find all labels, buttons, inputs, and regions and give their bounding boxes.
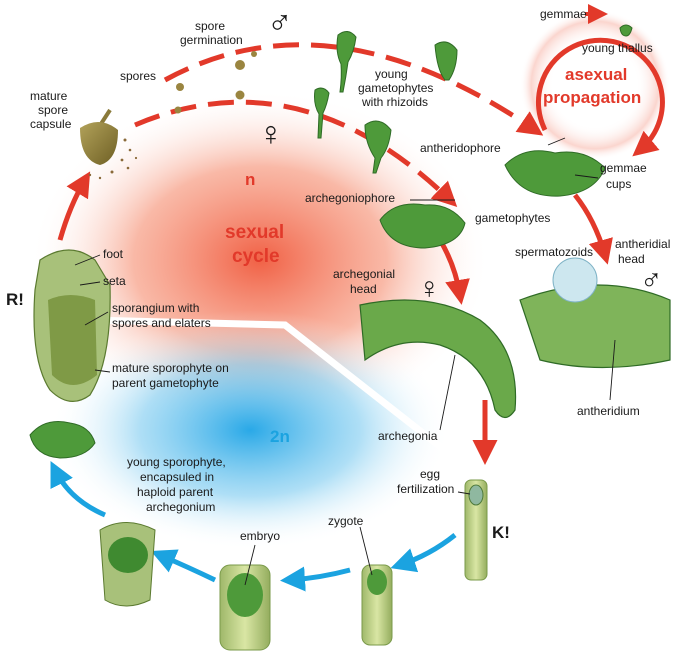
leader-antheridophore	[547, 137, 566, 146]
spore-speck	[128, 148, 132, 152]
spore-speck	[98, 176, 102, 180]
sprout-bottom-1	[314, 87, 330, 139]
male-dashed-arrow	[163, 42, 544, 136]
label-embryo: embryo	[240, 529, 280, 543]
spore	[235, 90, 245, 100]
young-gametophytes-illustration	[314, 31, 458, 174]
mature-sporophyte-illustration	[33, 249, 111, 402]
zygote-to-embryo-arrow	[280, 566, 351, 592]
leader-foot	[74, 254, 101, 266]
spore-speck	[123, 138, 127, 142]
label-antheridial-head: antheridial head	[615, 237, 674, 266]
female-symbol-mid: ♀	[258, 115, 284, 153]
antheridial-head-section	[519, 284, 671, 369]
spore-speck	[126, 166, 130, 170]
spore-dots	[174, 51, 257, 114]
label-sporangium: sporangium with spores and elaters	[112, 301, 211, 330]
leader-embryo	[244, 544, 256, 586]
sporangium-interior	[48, 295, 97, 385]
spore	[235, 60, 245, 70]
label-antheridium: antheridium	[577, 404, 640, 418]
label-r-mark: R!	[6, 290, 24, 309]
young-thallus	[619, 24, 633, 37]
label-gemmae-cups: gemmae cups	[600, 161, 650, 191]
label-young-gametophytes: young gametophytes with rhizoids	[358, 67, 437, 109]
female-symbol-right: ♀	[418, 272, 441, 305]
male-symbol-right: ♂	[640, 264, 663, 297]
archegonial-head-illustration	[359, 257, 671, 419]
leader-lines	[74, 137, 616, 586]
label-mature-sporophyte: mature sporophyte on parent gametophyte	[112, 361, 232, 390]
spore-speck	[134, 156, 138, 160]
mature-spore-capsule-illustration	[80, 108, 138, 180]
capsule-body	[80, 121, 118, 165]
sprout-bottom-2	[364, 120, 392, 174]
label-n: n	[245, 170, 255, 189]
archegonial-head-section	[359, 299, 517, 419]
developmental-stages	[99, 479, 488, 651]
label-young-thallus: young thallus	[582, 41, 653, 55]
young-sporophyte-inner	[108, 537, 148, 573]
embryo-body	[227, 573, 263, 617]
label-archegonial-head: archegonial head	[333, 267, 398, 296]
label-sexual-cycle: sexual cycle	[225, 222, 289, 267]
released-spores	[88, 138, 138, 180]
female-gametophyte-clump	[379, 203, 466, 249]
label-foot: foot	[103, 247, 124, 261]
asexual-ring-arrow	[536, 37, 665, 157]
label-k-mark: K!	[492, 523, 510, 542]
young-to-mature-sporophyte-arrow	[50, 461, 106, 518]
gametophyte-clumps	[29, 24, 633, 459]
fertilization-to-zygote-arrow	[390, 533, 457, 573]
leader-antheridium	[609, 339, 616, 401]
label-spore-germination: spore germination	[180, 19, 243, 47]
spore	[176, 83, 184, 91]
spore-speck	[110, 170, 114, 174]
label-spermatozoids: spermatozoids	[515, 245, 593, 259]
label-seta: seta	[103, 274, 126, 288]
spermatozoid-drop	[552, 257, 598, 303]
leader-egg	[457, 491, 471, 495]
leader-sporangium	[84, 311, 109, 326]
male-gametophyte-clump	[504, 150, 606, 197]
leader-gemmae-cups	[574, 174, 599, 179]
label-young-sporophyte: young sporophyte, encapsuled in haploid …	[127, 455, 229, 514]
label-egg-fertilization: egg fertilization	[397, 467, 454, 496]
label-archegoniophore: archegoniophore	[305, 191, 395, 205]
gametophyte-to-antheridia-arrow	[573, 193, 613, 265]
label-spores: spores	[120, 69, 156, 83]
sprout-top-2	[434, 41, 458, 81]
sporophyte-to-capsule-arrow	[57, 171, 91, 241]
label-asexual-propagation: asexual propagation	[543, 65, 641, 107]
spore	[174, 106, 182, 114]
spore-speck	[120, 158, 124, 162]
spore	[251, 51, 257, 57]
diploid-glow	[50, 310, 450, 550]
ploidy-boundary	[89, 316, 473, 473]
fertilization-stalk	[464, 479, 488, 581]
label-2n: 2n	[270, 427, 290, 446]
zygote-cell	[367, 569, 387, 595]
label-gemmae: gemmae	[540, 7, 587, 21]
label-archegonia: archegonia	[378, 429, 438, 443]
leader-seta	[79, 281, 101, 286]
leader-zygote	[359, 526, 373, 576]
text-labels: ♂ ♀ spore germination spores mature spor…	[6, 4, 674, 543]
mature-sporophyte-base-clump	[29, 421, 96, 459]
embryo-to-young-sporophyte-arrow	[150, 549, 217, 583]
label-mature-spore-capsule: mature spore capsule	[30, 89, 72, 131]
egg	[468, 484, 484, 506]
male-symbol-top: ♂	[267, 4, 293, 42]
label-zygote: zygote	[328, 514, 364, 528]
label-antheridophore: antheridophore	[420, 141, 501, 155]
leader-mature-sporophyte	[94, 369, 111, 373]
leader-archegonia	[439, 354, 456, 431]
label-gametophytes: gametophytes	[475, 211, 550, 225]
spore-speck	[88, 173, 92, 177]
sprout-top-1	[336, 31, 357, 93]
